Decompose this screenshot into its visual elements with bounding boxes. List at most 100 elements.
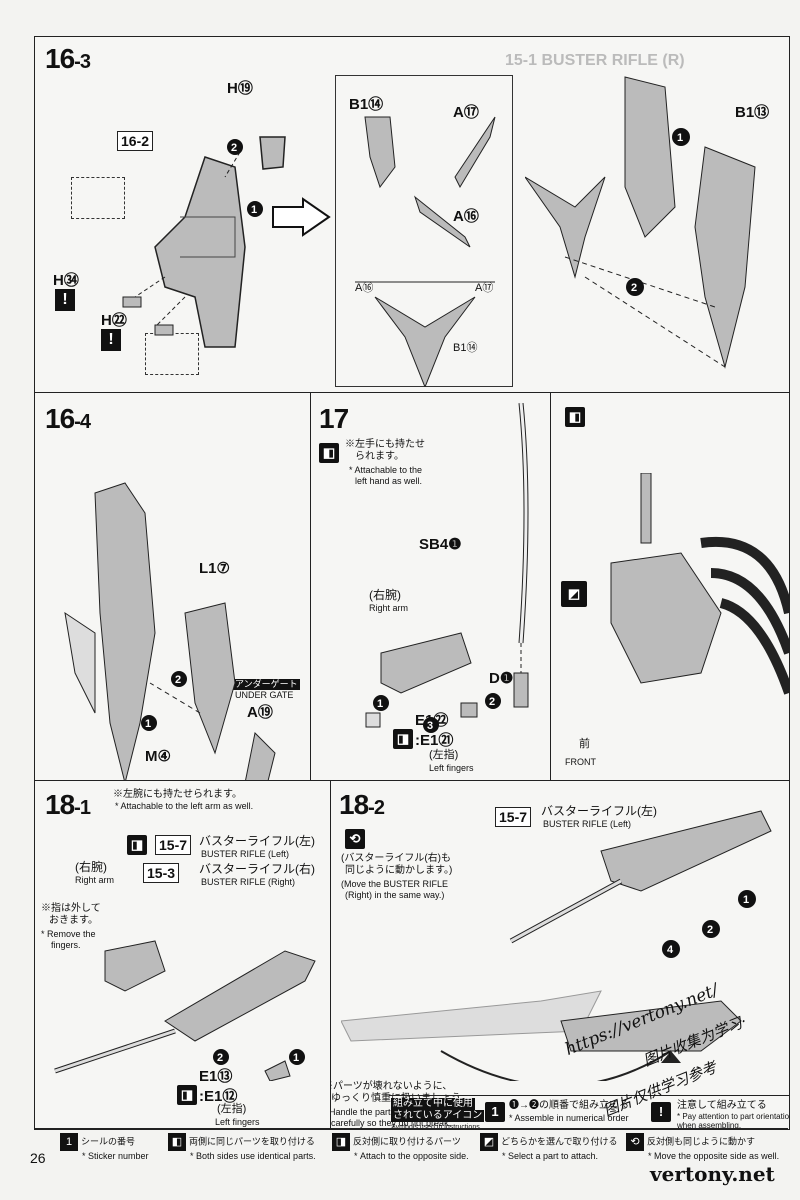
legend-en: * Move the opposite side as well.	[648, 1151, 780, 1161]
ref-box: 15-7	[155, 835, 192, 855]
next-arrow-icon	[272, 197, 331, 237]
svg-text:1: 1	[293, 1052, 299, 1064]
step-17-alt-panel: ◧ ◩ 前 FRONT	[550, 392, 790, 782]
part-label: H㉒	[101, 312, 127, 329]
part-label: H⑲	[227, 80, 253, 97]
ghost-label: 15-1 BUSTER RIFLE (R)	[505, 52, 685, 69]
remove-fingers-jp: おきます。	[49, 915, 98, 926]
step-16-4-panel: 16-4 L1⑦ M④ アンダーゲート UNDER GATE A⑲ 7 2 1	[34, 392, 312, 782]
right-arm-jp: (右腕)	[369, 588, 401, 602]
wing-detail-callout	[335, 75, 513, 387]
part-label: D❶	[489, 670, 514, 687]
front-en: FRONT	[565, 757, 596, 767]
symbols-box: 組み立て中に使用 されているアイコン Symbols used in instr…	[389, 1095, 790, 1130]
legend-jp: 反対側も同じように動かす	[647, 1136, 756, 1147]
part-label: H㉞	[53, 272, 79, 289]
part-label: M④	[145, 748, 171, 765]
legend-item: ◨反対側に取り付けるパーツ* Attach to the opposite si…	[332, 1133, 469, 1162]
ref-jp: バスターライフル(左)	[199, 834, 315, 848]
step-number: 16-3	[45, 43, 91, 75]
symbols-title-en: Symbols used in instructions	[391, 1124, 480, 1130]
left-fingers-en: Left fingers	[215, 1117, 260, 1127]
step-sub: -4	[74, 411, 91, 433]
remove-fingers-en: fingers.	[51, 940, 81, 950]
svg-text:1: 1	[251, 204, 257, 216]
part-label: B1⑭	[349, 96, 384, 113]
caution-icon: !	[651, 1102, 671, 1122]
step-18-2-panel: 18-2 ⟲ (バスターライフル(右)も 同じように動かします。) (Move …	[330, 780, 790, 1130]
back-assembly-illustration: 1 2	[525, 76, 756, 369]
svg-text:1: 1	[677, 132, 683, 144]
legend-item: ◩どちらかを選んで取り付ける* Select a part to attach.	[480, 1133, 618, 1162]
shoulder-armor-illustration: 2 1	[64, 482, 276, 781]
svg-text:1: 1	[743, 894, 749, 906]
remove-fingers-jp: ※指は外して	[41, 903, 101, 914]
symbols-title-jp: 組み立て中に使用	[391, 1098, 475, 1110]
step-sub: -2	[368, 797, 385, 819]
legend-jp: どちらかを選んで取り付ける	[501, 1136, 618, 1147]
step-main: 18	[339, 789, 369, 820]
move-opposite-icon: ⟲	[345, 829, 365, 849]
part-label: B1⑭	[453, 342, 478, 354]
remove-fingers-en: * Remove the	[41, 929, 96, 939]
right-arm-en: Right arm	[75, 875, 115, 885]
caution-jp: ※パーツが壊れないように、	[330, 1081, 453, 1092]
note-en: (Move the BUSTER RIFLE	[341, 879, 449, 889]
part-label: A⑯	[355, 282, 374, 294]
svg-text:2: 2	[231, 142, 237, 154]
part-label: E1⑬	[199, 1068, 233, 1085]
legend-jp: シールの番号	[81, 1136, 136, 1147]
order-icon: 1	[485, 1102, 505, 1122]
under-gate-en: UNDER GATE	[235, 690, 294, 700]
detail-callout	[71, 177, 125, 219]
caution-en: * Handle the parts slowly and	[330, 1107, 440, 1117]
opposite-side-icon: ◨	[177, 1085, 197, 1105]
order-en: * Assemble in numerical order	[509, 1113, 629, 1123]
mobile-suit-illustration	[610, 473, 789, 695]
svg-text:2: 2	[217, 1052, 223, 1064]
opposite-side-icon: ◨	[393, 729, 413, 749]
step-main: 16	[45, 43, 75, 74]
rifle-rotation-illustration: 1 2 4	[341, 810, 772, 1081]
note-jp: ※左腕にも持たせられます。	[113, 789, 242, 800]
svg-text:2: 2	[707, 924, 713, 936]
note-en: * Attachable to the left arm as well.	[115, 801, 254, 811]
under-gate-jp: アンダーゲート	[233, 679, 300, 690]
ref-en: BUSTER RIFLE (Left)	[543, 819, 632, 829]
sticker-number-icon: 1	[60, 1133, 78, 1151]
step-main: 16	[45, 403, 75, 434]
left-fingers-jp: (左指)	[429, 749, 459, 761]
ref-box: 15-7	[495, 807, 532, 827]
caution-en: carefully so they do not break.	[331, 1118, 452, 1128]
ref-box: 15-3	[143, 863, 180, 883]
buster-rifle-illustration: 2 1	[54, 940, 316, 1081]
legend-jp: 両側に同じパーツを取り付ける	[189, 1136, 315, 1147]
ref-jp: バスターライフル(左)	[541, 804, 657, 818]
step-17-panel: 17 ◧ ※左手にも持たせ られます。 * Attachable to the …	[310, 392, 552, 782]
legend-item: ◧両側に同じパーツを取り付ける* Both sides use identica…	[168, 1133, 316, 1162]
part-label: B1⑬	[735, 104, 770, 121]
ref-en: BUSTER RIFLE (Left)	[201, 849, 290, 859]
note-en: * Attachable to the	[349, 465, 423, 475]
leg-assembly-illustration: 2 1	[122, 136, 286, 348]
both-sides-icon: ◧	[565, 407, 585, 427]
order-jp: ❶→❷の順番で組み立てる	[509, 1100, 629, 1111]
select-part-icon: ◩	[561, 581, 587, 607]
both-sides-icon: ◧	[319, 443, 339, 463]
step-sub: -1	[74, 797, 91, 819]
part-label: L1⑦	[199, 560, 230, 577]
right-arm-jp: (右腕)	[75, 860, 107, 874]
svg-text:2: 2	[489, 696, 495, 708]
legend-en: * Attach to the opposite side.	[354, 1151, 469, 1161]
caution-en: when assembling.	[677, 1121, 742, 1130]
svg-text:1: 1	[145, 718, 151, 730]
manual-page: 16-3 15-1 BUSTER RIFLE (R) 16 -2 H⑲ H㉞ H㉒…	[34, 36, 790, 1176]
ref-en: BUSTER RIFLE (Right)	[201, 877, 296, 887]
both-sides-icon: ◧	[168, 1133, 186, 1151]
svg-text:2: 2	[631, 282, 637, 294]
note-jp: られます。	[355, 451, 404, 462]
warning-icon: !	[101, 329, 121, 351]
front-jp: 前	[579, 738, 590, 750]
caution-en: * Pay attention to part orientation	[677, 1112, 790, 1121]
